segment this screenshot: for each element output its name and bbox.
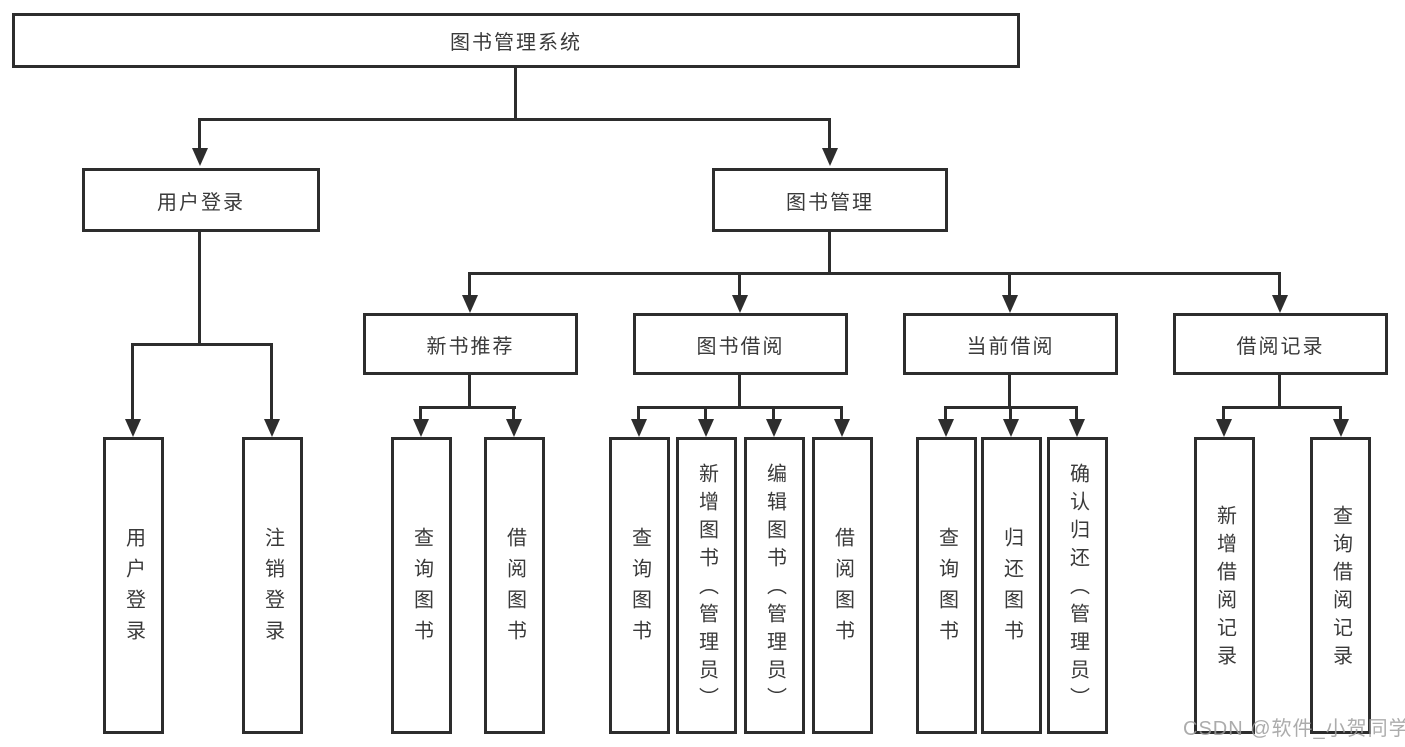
- arrowhead-down-icon: [1002, 295, 1018, 313]
- arrowhead-down-icon: [1216, 419, 1232, 437]
- arrowhead-down-icon: [192, 148, 208, 166]
- connector-arrow-line: [704, 406, 707, 421]
- leaf-borrow-book: 借阅图书: [812, 437, 873, 734]
- leaf-edit-book-admin: 编辑图书（管理员）: [744, 437, 805, 734]
- connector-rail-recommend-children: [420, 406, 516, 409]
- arrowhead-down-icon: [631, 419, 647, 437]
- connector-rail-record-children: [1223, 406, 1342, 409]
- arrowhead-down-icon: [822, 148, 838, 166]
- leaf-add-book-admin: 新增图书（管理员）: [676, 437, 737, 734]
- leaf-recommend-query-book: 查询图书: [391, 437, 452, 734]
- connector-arrow-line: [1222, 406, 1225, 421]
- arrowhead-down-icon: [1333, 419, 1349, 437]
- connector-arrow-line: [512, 406, 515, 421]
- watermark: CSDN @软件_小贺同学: [1183, 718, 1405, 740]
- arrowhead-down-icon: [506, 419, 522, 437]
- arrowhead-down-icon: [462, 295, 478, 313]
- leaf-current-query-book: 查询图书: [916, 437, 977, 734]
- connector-current-stub: [1008, 373, 1011, 409]
- leaf-user-login: 用户登录: [103, 437, 164, 734]
- connector-rail-level2: [199, 118, 831, 121]
- connector-root-stub: [514, 67, 517, 121]
- leaf-recommend-borrow-book: 借阅图书: [484, 437, 545, 734]
- connector-rail-borrow-children: [638, 406, 843, 409]
- node-current-borrow: 当前借阅: [903, 313, 1118, 375]
- connector-borrow-stub: [738, 373, 741, 409]
- node-root: 图书管理系统: [12, 13, 1020, 68]
- node-book-borrow: 图书借阅: [633, 313, 848, 375]
- connector-rail-user-children: [132, 343, 273, 346]
- connector-arrow-line: [198, 118, 201, 150]
- connector-arrow-line: [637, 406, 640, 421]
- connector-arrow-line: [738, 272, 741, 295]
- arrowhead-down-icon: [1003, 419, 1019, 437]
- connector-arrow-line: [131, 343, 134, 421]
- arrowhead-down-icon: [1272, 295, 1288, 313]
- connector-record-stub: [1278, 373, 1281, 409]
- leaf-logout: 注销登录: [242, 437, 303, 734]
- arrowhead-down-icon: [766, 419, 782, 437]
- connector-arrow-line: [270, 343, 273, 421]
- arrowhead-down-icon: [834, 419, 850, 437]
- arrowhead-down-icon: [732, 295, 748, 313]
- connector-rail-level3: [469, 272, 1281, 275]
- arrowhead-down-icon: [413, 419, 429, 437]
- connector-arrow-line: [944, 406, 947, 421]
- connector-arrow-line: [1278, 272, 1281, 295]
- connector-arrow-line: [1008, 272, 1011, 295]
- arrowhead-down-icon: [938, 419, 954, 437]
- connector-arrow-line: [1075, 406, 1078, 421]
- leaf-return-book: 归还图书: [981, 437, 1042, 734]
- leaf-borrow-query-book: 查询图书: [609, 437, 670, 734]
- connector-arrow-line: [468, 272, 471, 295]
- connector-recommend-stub: [468, 373, 471, 409]
- connector-user-stub: [198, 232, 201, 346]
- connector-arrow-line: [772, 406, 775, 421]
- node-user-login-branch: 用户登录: [82, 168, 320, 232]
- node-borrow-record: 借阅记录: [1173, 313, 1388, 375]
- connector-arrow-line: [1009, 406, 1012, 421]
- connector-arrow-line: [419, 406, 422, 421]
- connector-arrow-line: [840, 406, 843, 421]
- arrowhead-down-icon: [698, 419, 714, 437]
- node-book-management-branch: 图书管理: [712, 168, 948, 232]
- leaf-add-borrow-record: 新增借阅记录: [1194, 437, 1255, 734]
- connector-arrow-line: [828, 118, 831, 150]
- leaf-query-borrow-record: 查询借阅记录: [1310, 437, 1371, 734]
- arrowhead-down-icon: [264, 419, 280, 437]
- connector-arrow-line: [1339, 406, 1342, 421]
- node-new-book-recommend: 新书推荐: [363, 313, 578, 375]
- leaf-confirm-return-admin: 确认归还（管理员）: [1047, 437, 1108, 734]
- connector-mgmt-stub: [828, 232, 831, 275]
- arrowhead-down-icon: [1069, 419, 1085, 437]
- arrowhead-down-icon: [125, 419, 141, 437]
